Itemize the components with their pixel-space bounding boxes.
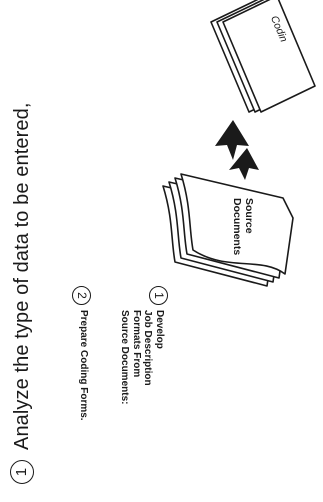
caption-text: Analyze the type of data to be entered,	[11, 103, 34, 450]
step-1-text: Develop Job Description Formats From Sou…	[119, 310, 165, 430]
step-1-line-3: Formats From	[131, 310, 143, 430]
step-2-line-1: Prepare Coding Forms.	[78, 310, 90, 460]
caption-number: 1	[10, 460, 34, 484]
source-documents-stack	[163, 174, 293, 286]
process-diagram: Source Documents Codin 1 Develop Job Des…	[48, 0, 323, 502]
source-label-line-1: Source	[243, 198, 255, 278]
step-1-line-1: Develop	[154, 310, 166, 430]
coding-forms-stack	[211, 0, 315, 112]
caption: 1 Analyze the type of data to be entered…	[2, 0, 42, 502]
step-1-number: 1	[149, 286, 168, 305]
flow-arrows	[215, 120, 259, 180]
source-label-line-2: Documents	[231, 198, 243, 278]
step-1-line-2: Job Description	[142, 310, 154, 430]
step-2-text: Prepare Coding Forms.	[78, 310, 90, 460]
source-documents-label: Source Documents	[231, 198, 255, 278]
step-2-number: 2	[72, 286, 91, 305]
step-1-line-4: Source Documents:	[119, 310, 131, 430]
diagram-graphics	[48, 0, 323, 502]
